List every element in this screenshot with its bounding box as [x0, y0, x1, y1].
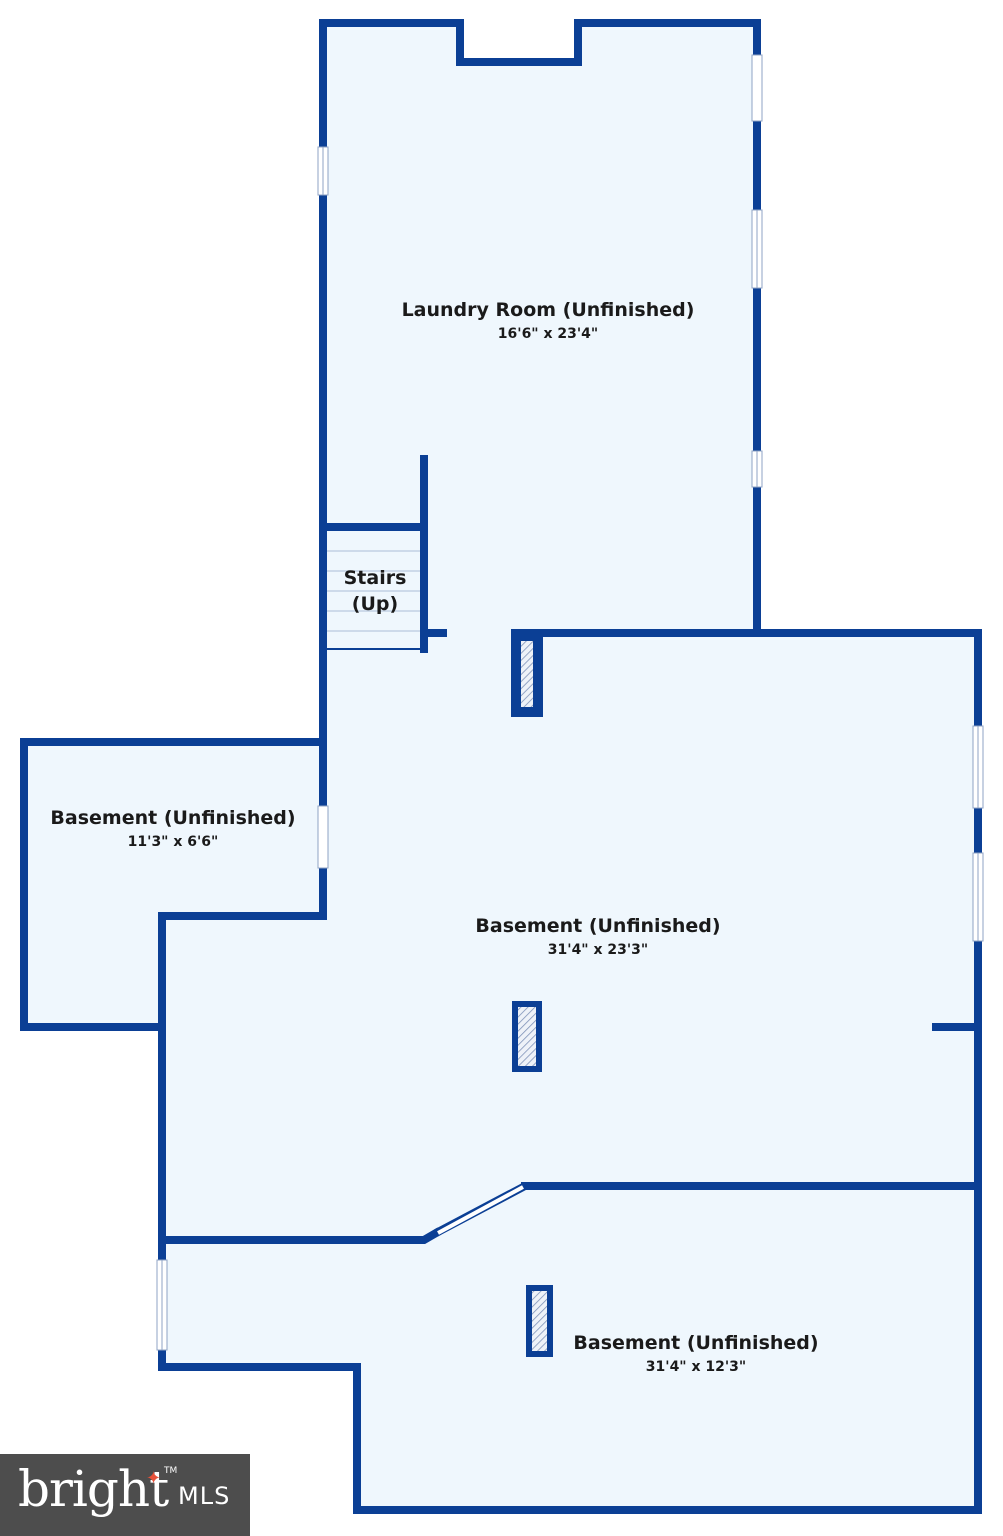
basement-lower-name: Basement (Unfinished)	[573, 1332, 818, 1354]
laundry-room-dims: 16'6" x 23'4"	[498, 326, 598, 342]
column	[515, 635, 539, 713]
basement-main-name: Basement (Unfinished)	[475, 915, 720, 937]
basement-small-dims: 11'3" x 6'6"	[128, 834, 219, 850]
basement-main-dims: 31'4" x 23'3"	[548, 942, 648, 958]
diagonal-opening	[434, 1182, 527, 1237]
window	[317, 805, 329, 869]
logo-trademark: TM	[164, 1466, 178, 1476]
stairs-direction: (Up)	[352, 593, 398, 615]
column	[526, 1285, 553, 1357]
laundry-room-name: Laundry Room (Unfinished)	[402, 299, 695, 321]
floor-area	[24, 23, 978, 1510]
logo-mls: MLS	[178, 1482, 231, 1510]
stairs	[327, 531, 420, 650]
columns	[512, 635, 553, 1357]
stairs-label: Stairs	[344, 567, 407, 589]
window	[751, 54, 763, 122]
basement-small-name: Basement (Unfinished)	[50, 807, 295, 829]
logo-star-icon: ✦	[146, 1468, 162, 1488]
windows	[156, 54, 984, 1351]
column	[512, 1001, 542, 1072]
logo-word: bright	[18, 1460, 169, 1518]
bright-mls-logo: bright ✦ TM MLS	[0, 1454, 250, 1536]
basement-lower-dims: 31'4" x 12'3"	[646, 1359, 746, 1375]
